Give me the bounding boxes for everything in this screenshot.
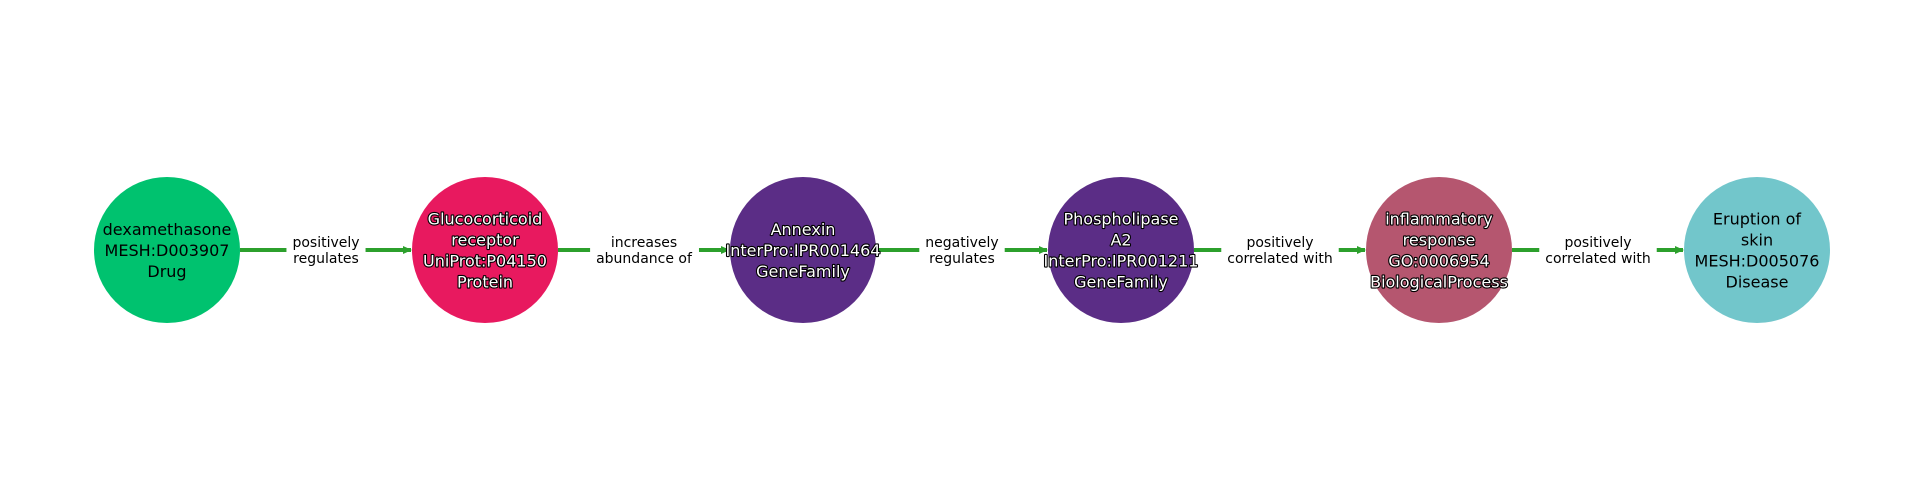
node-label-line: Phospholipase [1063, 210, 1178, 229]
node-label-line: inflammatory [1385, 210, 1493, 229]
edge-label-background [590, 233, 699, 269]
node-label-line: A2 [1110, 231, 1131, 250]
edge-label-line: increases [611, 235, 677, 251]
node-label-line: dexamethasone [103, 220, 232, 239]
node-label-line: MESH:D005076 [1695, 252, 1820, 271]
edge-label-line: positively [1246, 235, 1313, 251]
node-label-line: InterPro:IPR001211 [1044, 252, 1199, 271]
node-label-line: Drug [147, 262, 186, 281]
edge-label-line: negatively [925, 235, 998, 251]
node-circle[interactable] [1366, 177, 1512, 323]
node-inflammatory-response[interactable]: inflammatory responseGO:0006954Biological… [1366, 177, 1512, 323]
node-glucocorticoid-receptor[interactable]: Glucocorticoid receptorUniProt:P04150Prot… [412, 177, 558, 323]
edge-label-line: abundance of [596, 251, 693, 267]
node-label-line: Disease [1726, 273, 1789, 292]
node-label-line: response [1403, 231, 1476, 250]
edge-label-background [1221, 233, 1339, 269]
edge-label-background [286, 233, 366, 269]
node-circle[interactable] [412, 177, 558, 323]
edge-label-line: positively [1564, 235, 1631, 251]
edge-label-line: correlated with [1545, 251, 1650, 267]
edge-label-background [1539, 233, 1657, 269]
edge-label-line: regulates [293, 251, 359, 267]
node-circle[interactable] [1048, 177, 1194, 323]
node-label-line: MESH:D003907 [105, 241, 230, 260]
node-circle[interactable] [730, 177, 876, 323]
node-label-line: BiologicalProcess [1370, 273, 1508, 292]
node-label-line: GeneFamily [756, 262, 850, 281]
edge-label-line: regulates [929, 251, 995, 267]
node-circle[interactable] [1684, 177, 1830, 323]
node-label-line: Eruption of [1713, 210, 1802, 229]
node-label-line: UniProt:P04150 [423, 252, 547, 271]
edge-label-line: positively [292, 235, 359, 251]
node-phospholipase-a2[interactable]: PhospholipaseA2InterPro:IPR001211GeneFam… [1042, 177, 1200, 323]
edge-label-background [919, 233, 1005, 269]
node-label-line: receptor [451, 231, 519, 250]
node-circle[interactable] [94, 177, 240, 323]
node-label-line: GeneFamily [1074, 273, 1168, 292]
node-label-line: InterPro:IPR001464 [726, 241, 881, 260]
node-label-line: Glucocorticoid [428, 210, 543, 229]
node-label-line: GO:0006954 [1388, 252, 1489, 271]
node-label-line: Protein [457, 273, 513, 292]
node-label-line: Annexin [771, 220, 836, 239]
node-label-line: skin [1741, 231, 1773, 250]
edge-label-line: correlated with [1227, 251, 1332, 267]
